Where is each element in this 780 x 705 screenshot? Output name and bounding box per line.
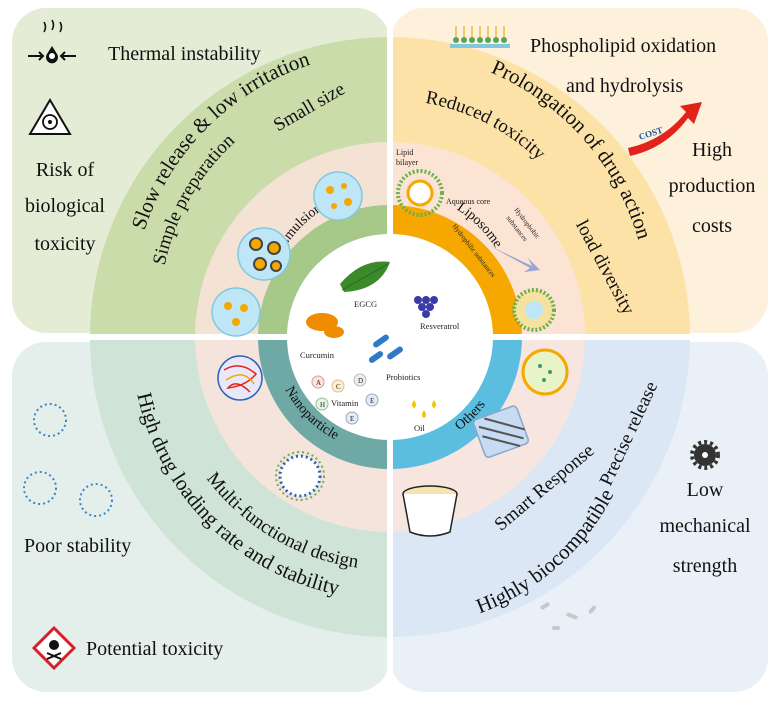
liposome-structure-icon — [396, 169, 444, 217]
others-dis-low-1: Low — [687, 479, 724, 501]
lipid-label: Lipid — [396, 148, 413, 157]
curcumin-label: Curcumin — [300, 350, 335, 360]
loading-arrow-icon — [490, 246, 540, 272]
thermal-instability-icon — [28, 19, 76, 64]
biohazard-icon — [28, 98, 72, 135]
vitamin-letter-a: A — [316, 379, 321, 387]
polymer-network-icon — [217, 355, 263, 401]
others-dis-low-3: strength — [673, 555, 737, 577]
bilayer-label: bilayer — [396, 158, 419, 167]
liposome-dis-oxidation-2: and hydrolysis — [566, 75, 683, 97]
probiotics-label: Probiotics — [386, 372, 420, 382]
emulsion-dis-thermal: Thermal instability — [108, 43, 261, 65]
vitamin-letter-d: D — [358, 377, 363, 385]
liposome-dis-cost-1: High — [692, 139, 732, 161]
aqueous-core-label: Aqueous core — [446, 197, 491, 206]
vitamin-letter-c: C — [336, 383, 341, 391]
emulsion-droplet-small-icon — [211, 287, 261, 337]
broken-fragments-icon — [540, 602, 596, 630]
gel-sphere-icon — [521, 348, 569, 396]
egcg-leaf-icon — [340, 261, 390, 292]
oil-label: Oil — [414, 423, 426, 433]
nanoparticle-dis-poor-stability: Poor stability — [24, 535, 131, 557]
vitamin-letter-h: H — [320, 401, 325, 409]
resveratrol-grapes-icon — [414, 296, 438, 318]
curcumin-turmeric-icon — [306, 313, 344, 338]
nanoparticle-shell-icon — [275, 451, 325, 501]
nanoparticle-dis-potential-toxicity: Potential toxicity — [86, 638, 223, 660]
toxic-warning-icon — [31, 625, 77, 671]
others-dis-low-2: mechanical — [659, 515, 750, 537]
probiotics-icon — [368, 334, 403, 363]
vitamin-label: Vitamin — [331, 398, 359, 408]
egcg-label: EGCG — [354, 299, 377, 309]
emulsion-droplet-large-icon — [313, 171, 363, 221]
loaded-liposome-icon — [512, 288, 556, 332]
liposome-dis-oxidation-1: Phospholipid oxidation — [530, 35, 716, 57]
emulsion-droplet-medium-icon — [237, 227, 291, 281]
phospholipid-membrane-icon — [450, 26, 510, 48]
emulsion-dis-risk-3: toxicity — [34, 233, 95, 255]
vitamin-letter-e: E — [370, 397, 374, 405]
liposome-dis-cost-2: production — [669, 175, 756, 197]
emulsion-dis-risk-1: Risk of — [36, 159, 95, 181]
emulsion-dis-risk-2: biological — [25, 195, 105, 217]
capsule-cup-icon — [402, 485, 458, 537]
resveratrol-label: Resveratrol — [420, 321, 460, 331]
liposome-dis-cost-3: costs — [692, 215, 732, 237]
vitamin-icons — [311, 373, 379, 425]
aggregating-particles-icon — [23, 403, 113, 517]
fiber-scaffold-icon — [472, 405, 530, 458]
oil-drops-icon — [412, 400, 436, 418]
vitamin-letter-e2: E — [350, 415, 354, 423]
gear-icon — [690, 440, 720, 470]
